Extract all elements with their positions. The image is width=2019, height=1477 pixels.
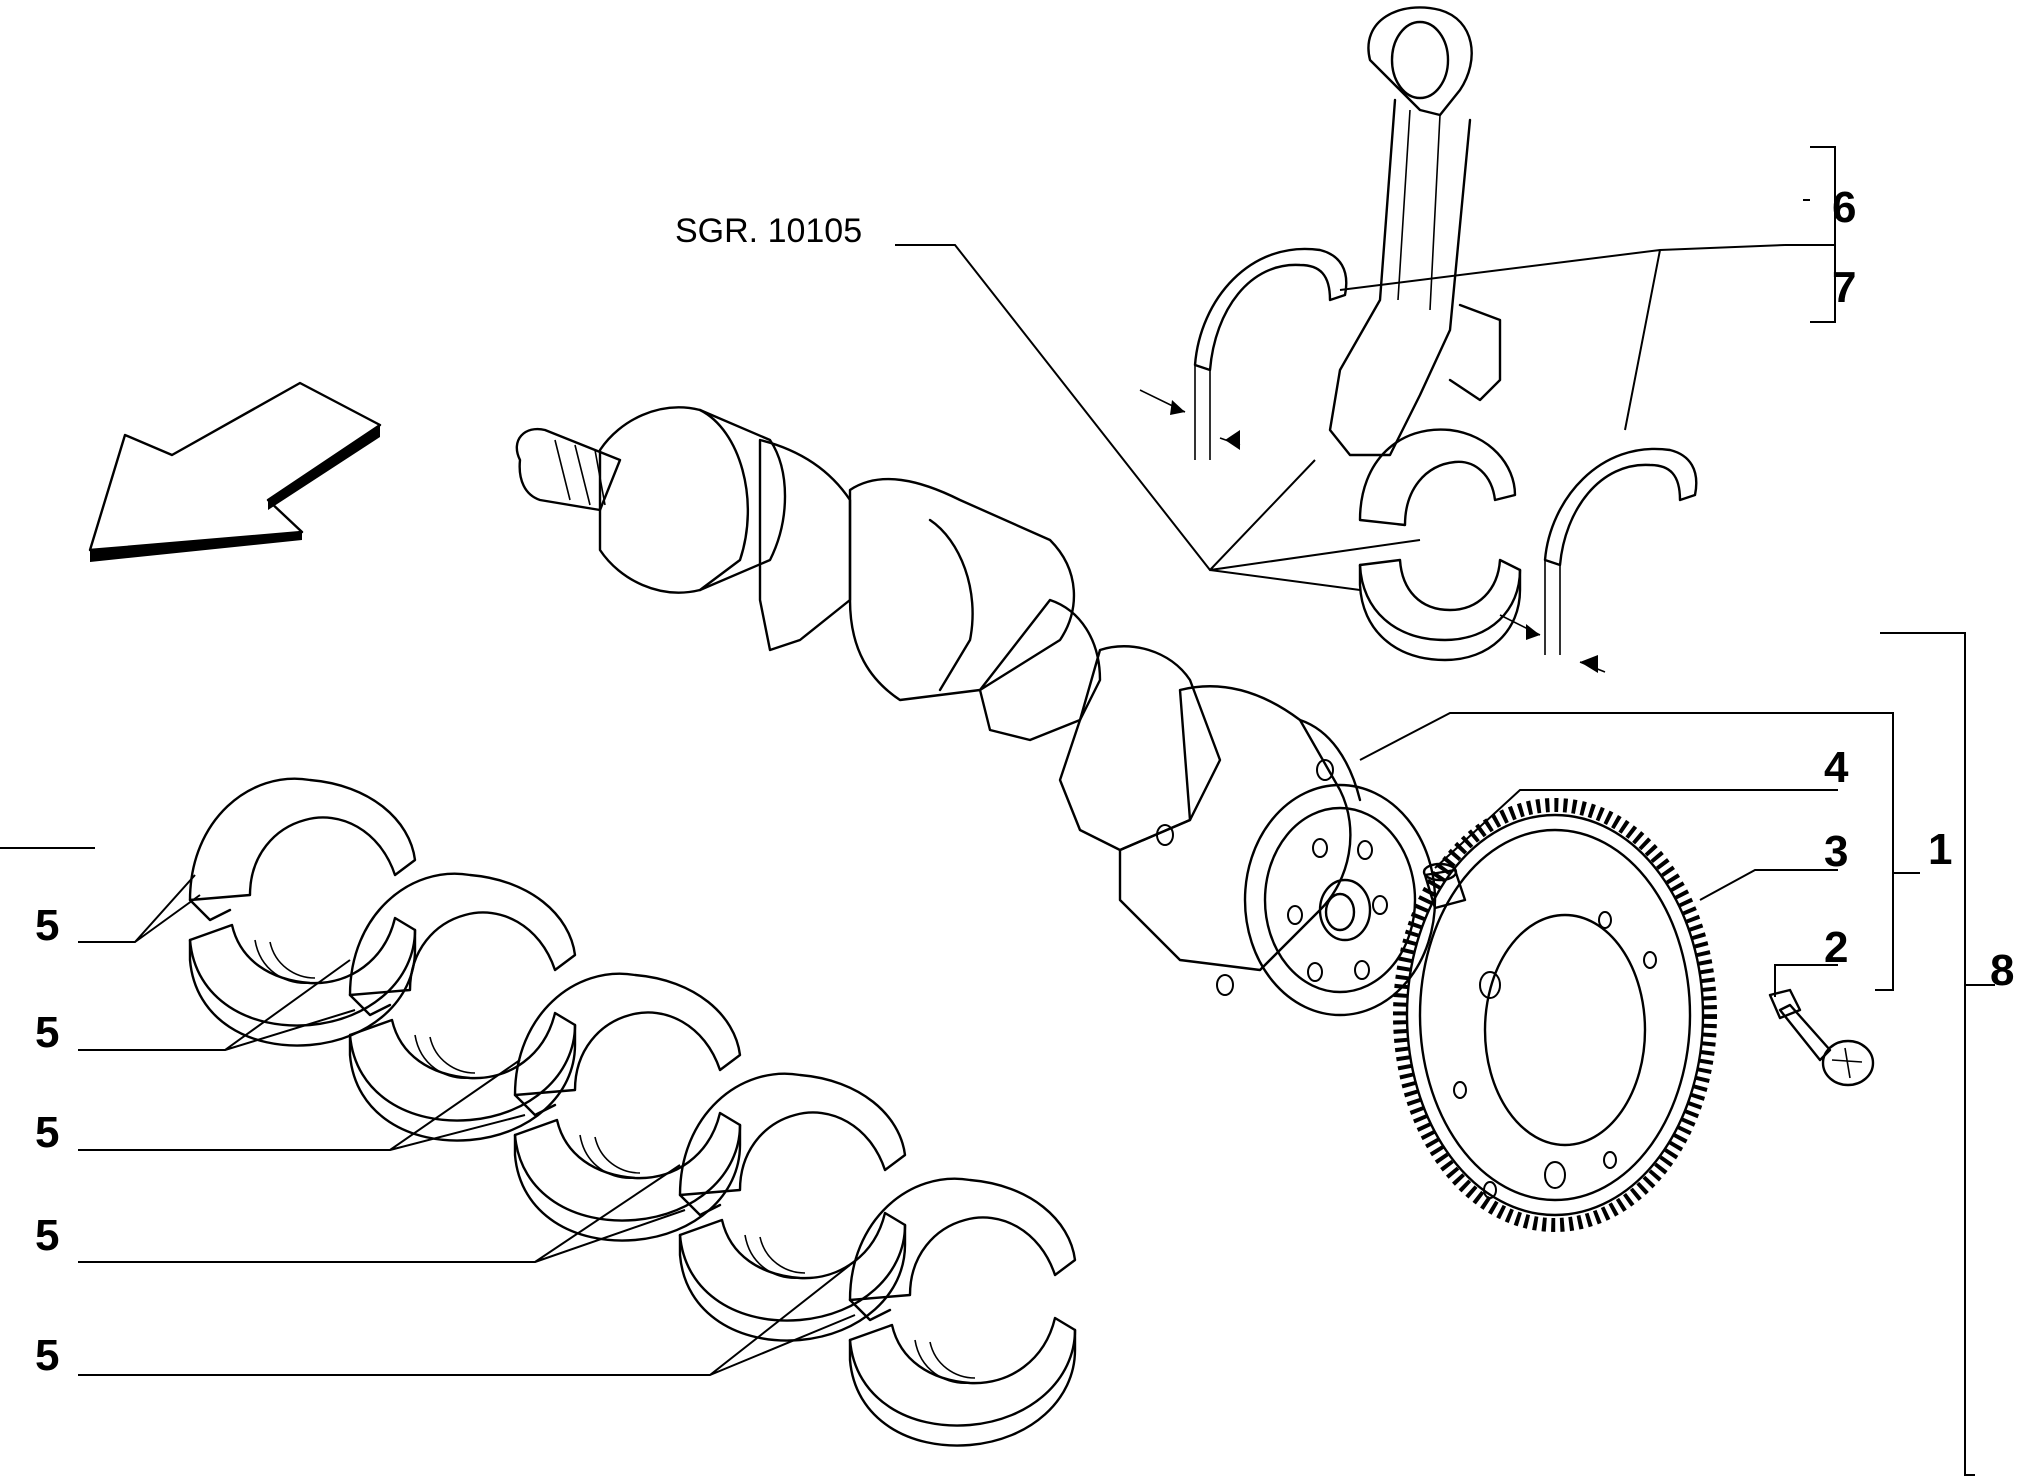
thrust-washer-upper xyxy=(1139,247,1348,460)
label-crankshaft: 1 xyxy=(1928,825,1952,874)
thrust-washer-lower xyxy=(1499,447,1698,673)
label-thrust-washer-b: 7 xyxy=(1832,263,1856,312)
reference-label: SGR. 10105 xyxy=(675,212,862,250)
crankshaft xyxy=(515,406,1437,1017)
label-thrust-washer-a: 6 xyxy=(1832,183,1856,232)
label-main-bearing-1: 5 xyxy=(35,901,59,950)
callout-lines xyxy=(0,146,1995,1476)
main-bearing-shells xyxy=(188,777,1077,1447)
direction-arrow xyxy=(88,381,382,562)
tone-wheel xyxy=(1393,798,1717,1232)
label-main-bearing-3: 5 xyxy=(35,1108,59,1157)
label-kit: 8 xyxy=(1990,946,2014,995)
label-pin: 4 xyxy=(1824,743,1849,792)
label-main-bearing-5: 5 xyxy=(35,1331,59,1380)
label-tone-wheel: 3 xyxy=(1824,827,1848,876)
screw xyxy=(1768,988,1875,1087)
label-main-bearing-2: 5 xyxy=(35,1008,59,1057)
label-screw: 2 xyxy=(1824,923,1848,972)
connecting-rod xyxy=(1328,6,1502,457)
conrod-bearing-shells xyxy=(1358,428,1522,662)
label-main-bearing-4: 5 xyxy=(35,1211,59,1260)
